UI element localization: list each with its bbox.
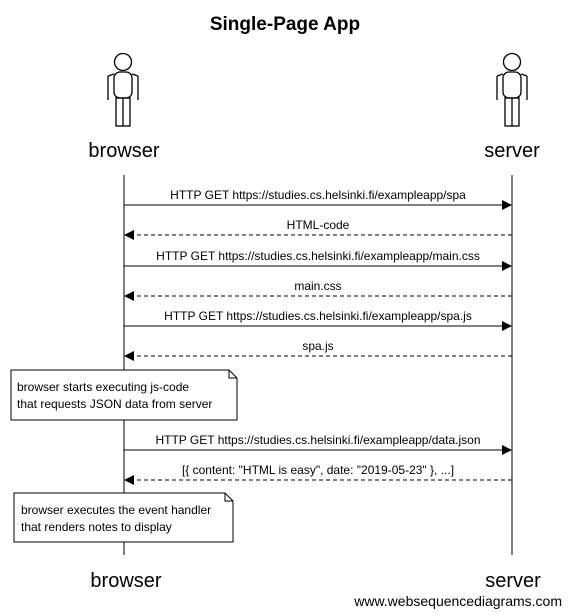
note-js-execution: browser starts executing js-code that re…: [10, 369, 238, 421]
message-label: spa.js: [302, 339, 333, 353]
message-label: HTTP GET https://studies.cs.helsinki.fi/…: [170, 188, 466, 202]
note-line: that renders notes to display: [21, 520, 172, 534]
note-line: browser starts executing js-code: [17, 380, 189, 394]
actor-label-browser: browser: [88, 140, 159, 162]
diagram-title: Single-Page App: [210, 14, 360, 35]
note-event-handler: browser executes the event handler that …: [13, 492, 234, 543]
note-line: browser executes the event handler: [21, 503, 211, 517]
message-label: HTML-code: [287, 218, 350, 232]
message-label: HTTP GET https://studies.cs.helsinki.fi/…: [155, 433, 480, 447]
actor-label-server-bottom: server: [485, 570, 541, 592]
message-label: [{ content: "HTML is easy", date: "2019-…: [182, 463, 454, 477]
actor-label-server: server: [484, 140, 540, 162]
actor-server-top: server: [484, 52, 540, 162]
message-label: main.css: [294, 279, 341, 293]
stick-figure-icon: [107, 52, 139, 127]
stick-figure-icon: [496, 52, 528, 127]
message-label: HTTP GET https://studies.cs.helsinki.fi/…: [156, 249, 480, 263]
actor-label-browser-bottom: browser: [90, 570, 161, 592]
footer-credit: www.websequencediagrams.com: [353, 593, 562, 609]
note-line: that requests JSON data from server: [17, 397, 212, 411]
message-label: HTTP GET https://studies.cs.helsinki.fi/…: [164, 309, 472, 323]
messages: HTTP GET https://studies.cs.helsinki.fi/…: [124, 188, 512, 485]
actor-browser-top: browser: [88, 52, 160, 162]
